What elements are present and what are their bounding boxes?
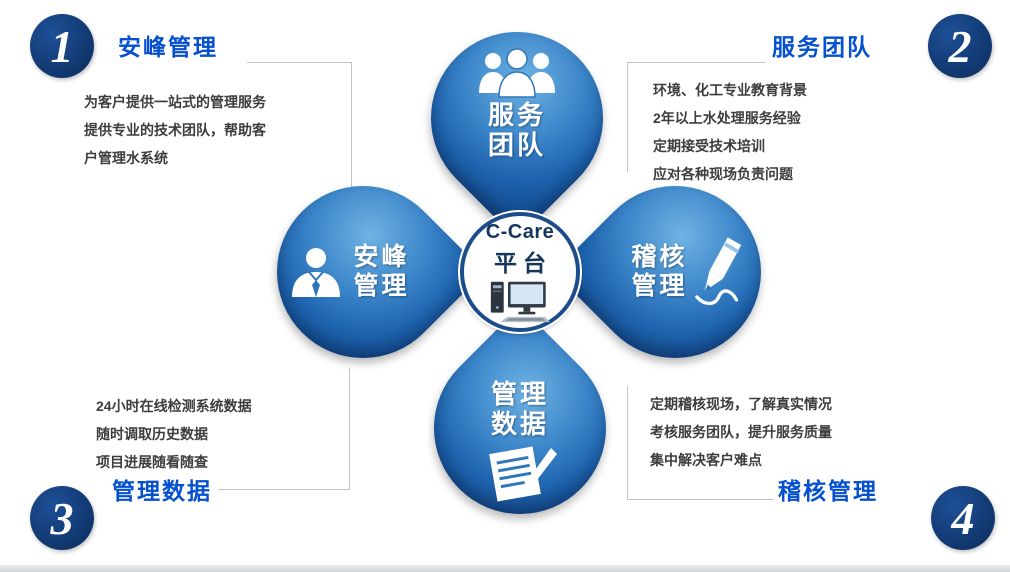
corner-number-3: 3 — [30, 486, 94, 550]
corner-text-top-left: 为客户提供一站式的管理服务 提供专业的技术团队，帮助客 户管理水系统 — [84, 88, 266, 172]
text-line: 2年以上水处理服务经验 — [653, 110, 801, 126]
corner-number-4-text: 4 — [951, 492, 975, 544]
text-line: 应对各种现场负责问题 — [653, 166, 793, 182]
text-line: 随时调取历史数据 — [96, 426, 208, 442]
corner-title-top-left: 安峰管理 — [118, 34, 218, 60]
petal-anfeng-management: 安峰 管理 — [241, 150, 485, 394]
corner-number-2: 2 — [928, 14, 992, 78]
text-line: 提供专业的技术团队，帮助客 — [84, 122, 266, 138]
petal-label-line: 管理 — [631, 272, 688, 300]
connector-top-left — [247, 62, 352, 190]
center-title: C-Care — [485, 221, 555, 243]
pencil-icon — [694, 235, 747, 309]
center-platform-circle: C-Care 平台 — [460, 212, 580, 332]
corner-title-bottom-right: 稽核管理 — [778, 478, 878, 504]
connector-bottom-right — [627, 386, 774, 500]
petal-audit-management: 稽核 管理 — [553, 150, 797, 394]
corner-number-3-text: 3 — [50, 492, 74, 544]
petal-management-data-content: 管理 数据 — [434, 342, 606, 514]
corner-text-bottom-left: 24小时在线检测系统数据 随时调取历史数据 项目进展随看随查 — [96, 392, 252, 476]
petal-label-line: 安峰 — [353, 243, 410, 272]
petal-label-line: 稽核 — [631, 243, 688, 272]
petal-label-line: 服务 — [487, 99, 546, 130]
petal-service-team-content: 服务 团队 — [431, 32, 603, 204]
corner-number-4: 4 — [931, 486, 995, 550]
corner-text-top-right: 环境、化工专业教育背景 2年以上水处理服务经验 定期接受技术培训 应对各种现场负… — [653, 76, 807, 188]
text-line: 为客户提供一站式的管理服务 — [84, 94, 266, 110]
person-manager-icon — [288, 245, 344, 299]
corner-title-bottom-left: 管理数据 — [112, 478, 212, 504]
petal-label-line: 管理 — [490, 378, 549, 409]
corner-number-2-text: 2 — [948, 20, 972, 72]
center-subtitle: 平台 — [494, 250, 552, 276]
text-line: 户管理水系统 — [84, 150, 168, 166]
bottom-strip — [0, 565, 1010, 572]
petal-anfeng-management-content: 安峰 管理 — [277, 186, 449, 358]
corner-title-top-right: 服务团队 — [772, 34, 872, 60]
computer-icon — [490, 280, 550, 323]
petal-service-team: 服务 团队 — [395, 0, 639, 240]
text-line: 集中解决客户难点 — [650, 452, 762, 468]
petal-label-line: 管理 — [353, 272, 410, 300]
corner-text-bottom-right: 定期稽核现场，了解真实情况 考核服务团队，提升服务质量 集中解决客户难点 — [650, 390, 832, 474]
connector-bottom-left — [218, 368, 350, 490]
document-pen-icon — [481, 442, 559, 504]
connector-top-right — [627, 62, 766, 172]
text-line: 定期接受技术培训 — [653, 138, 765, 154]
petal-label-line: 团队 — [487, 129, 546, 160]
petal-management-data: 管理 数据 — [398, 306, 642, 550]
corner-number-1-text: 1 — [50, 20, 74, 72]
text-line: 项目进展随看随查 — [96, 454, 208, 470]
petal-label-audit-management: 稽核 管理 — [631, 243, 687, 301]
text-line: 考核服务团队，提升服务质量 — [650, 424, 832, 440]
text-line: 24小时在线检测系统数据 — [96, 398, 252, 414]
petal-label-management-data: 管理 数据 — [490, 378, 549, 440]
team-people-icon — [478, 47, 556, 98]
petal-label-service-team: 服务 团队 — [487, 99, 546, 161]
petal-label-anfeng-management: 安峰 管理 — [353, 243, 409, 301]
text-line: 环境、化工专业教育背景 — [653, 82, 807, 98]
text-line: 定期稽核现场，了解真实情况 — [650, 396, 832, 412]
corner-number-1: 1 — [30, 14, 94, 78]
petal-label-line: 数据 — [490, 408, 549, 439]
petal-audit-management-content: 稽核 管理 — [589, 186, 761, 358]
